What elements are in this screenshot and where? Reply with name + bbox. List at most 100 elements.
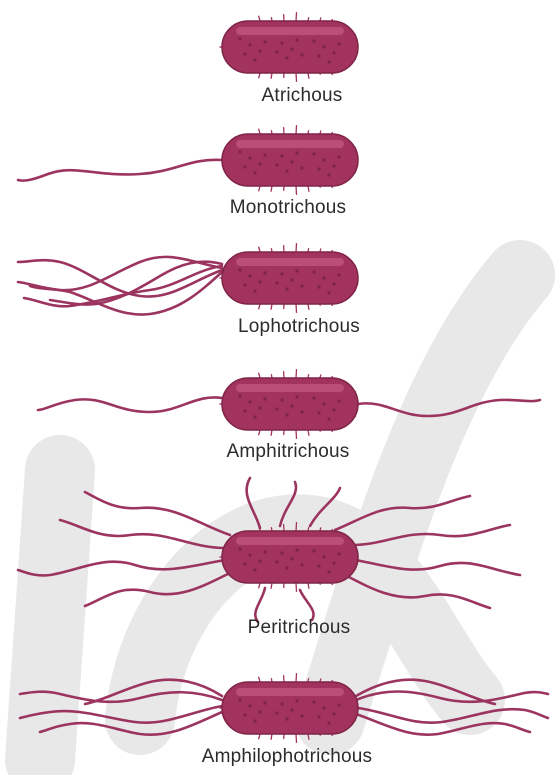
cytoplasm-granule xyxy=(290,278,293,281)
cytoplasm-granule xyxy=(317,715,320,718)
bacterium-atrichous xyxy=(219,12,358,82)
cytoplasm-granule xyxy=(285,56,288,59)
label-atrichous: Atrichous xyxy=(261,85,342,107)
cytoplasm-granule xyxy=(275,407,278,410)
cytoplasm-granule xyxy=(275,163,278,166)
cytoplasm-granule xyxy=(258,280,261,283)
cytoplasm-granule xyxy=(290,708,293,711)
cytoplasm-granule xyxy=(253,289,256,292)
label-lophotrichous: Lophotrichous xyxy=(238,316,360,338)
cytoplasm-granule xyxy=(312,700,315,703)
cytoplasm-granule xyxy=(253,171,256,174)
cytoplasm-granule xyxy=(280,154,283,157)
cytoplasm-granule xyxy=(238,150,241,153)
cytoplasm-granule xyxy=(258,162,261,165)
cytoplasm-granule xyxy=(243,165,246,168)
cytoplasm-granule xyxy=(322,158,325,161)
cytoplasm-granule xyxy=(238,698,241,701)
cell-highlight xyxy=(236,27,344,35)
cytoplasm-granule xyxy=(238,268,241,271)
cytoplasm-granule xyxy=(253,568,256,571)
flagellum xyxy=(300,590,314,620)
cytoplasm-granule xyxy=(322,402,325,405)
cytoplasm-granule xyxy=(280,41,283,44)
cytoplasm-granule xyxy=(263,397,266,400)
cytoplasm-granule xyxy=(238,547,241,550)
cell-highlight xyxy=(236,258,344,266)
cytoplasm-granule xyxy=(295,395,298,398)
cytoplasm-granule xyxy=(327,417,330,420)
cytoplasm-granule xyxy=(312,152,315,155)
cytoplasm-granule xyxy=(253,58,256,61)
cytoplasm-granule xyxy=(263,550,266,553)
cytoplasm-granule xyxy=(317,285,320,288)
cytoplasm-granule xyxy=(337,552,340,555)
cytoplasm-granule xyxy=(312,270,315,273)
cytoplasm-granule xyxy=(280,702,283,705)
cytoplasm-granule xyxy=(322,706,325,709)
cytoplasm-granule xyxy=(300,166,303,169)
cytoplasm-granule xyxy=(248,400,251,403)
cytoplasm-granule xyxy=(300,53,303,56)
cytoplasm-granule xyxy=(275,281,278,284)
cell-highlight xyxy=(236,140,344,148)
cell-body xyxy=(219,243,358,313)
cytoplasm-granule xyxy=(280,398,283,401)
cell-body xyxy=(219,369,358,439)
cytoplasm-granule xyxy=(317,54,320,57)
cytoplasm-granule xyxy=(327,173,330,176)
label-amphilophotrichous: Amphilophotrichous xyxy=(202,746,372,768)
cytoplasm-granule xyxy=(275,560,278,563)
cytoplasm-granule xyxy=(322,276,325,279)
cytoplasm-granule xyxy=(263,153,266,156)
cytoplasm-granule xyxy=(290,557,293,560)
cell-highlight xyxy=(236,537,344,545)
cytoplasm-granule xyxy=(280,551,283,554)
cytoplasm-granule xyxy=(312,549,315,552)
cytoplasm-granule xyxy=(327,721,330,724)
cytoplasm-granule xyxy=(300,563,303,566)
cytoplasm-granule xyxy=(312,396,315,399)
cytoplasm-granule xyxy=(263,271,266,274)
cytoplasm-granule xyxy=(285,413,288,416)
cytoplasm-granule xyxy=(238,394,241,397)
cytoplasm-granule xyxy=(337,155,340,158)
cytoplasm-granule xyxy=(248,156,251,159)
cytoplasm-granule xyxy=(312,39,315,42)
cytoplasm-granule xyxy=(332,164,335,167)
label-peritrichous: Peritrichous xyxy=(248,617,351,639)
cytoplasm-granule xyxy=(300,284,303,287)
cytoplasm-granule xyxy=(290,404,293,407)
cytoplasm-granule xyxy=(300,714,303,717)
cell-body xyxy=(219,12,358,82)
cytoplasm-granule xyxy=(322,45,325,48)
cytoplasm-granule xyxy=(295,269,298,272)
cytoplasm-granule xyxy=(327,291,330,294)
cytoplasm-granule xyxy=(337,399,340,402)
cytoplasm-granule xyxy=(300,410,303,413)
cytoplasm-granule xyxy=(332,408,335,411)
cytoplasm-granule xyxy=(243,713,246,716)
cytoplasm-granule xyxy=(317,411,320,414)
cytoplasm-granule xyxy=(295,38,298,41)
cytoplasm-granule xyxy=(337,273,340,276)
cytoplasm-granule xyxy=(290,47,293,50)
cytoplasm-granule xyxy=(243,52,246,55)
cytoplasm-granule xyxy=(317,564,320,567)
bacterium-monotrichous xyxy=(18,125,358,195)
cytoplasm-granule xyxy=(275,711,278,714)
cell-body xyxy=(219,673,358,743)
cytoplasm-granule xyxy=(337,703,340,706)
cytoplasm-granule xyxy=(317,167,320,170)
cell-highlight xyxy=(236,688,344,696)
cytoplasm-granule xyxy=(258,406,261,409)
cytoplasm-granule xyxy=(243,409,246,412)
cytoplasm-granule xyxy=(285,566,288,569)
cytoplasm-granule xyxy=(295,151,298,154)
cell-highlight xyxy=(236,384,344,392)
cell-body xyxy=(219,522,358,592)
cytoplasm-granule xyxy=(285,169,288,172)
cytoplasm-granule xyxy=(258,559,261,562)
cytoplasm-granule xyxy=(253,719,256,722)
